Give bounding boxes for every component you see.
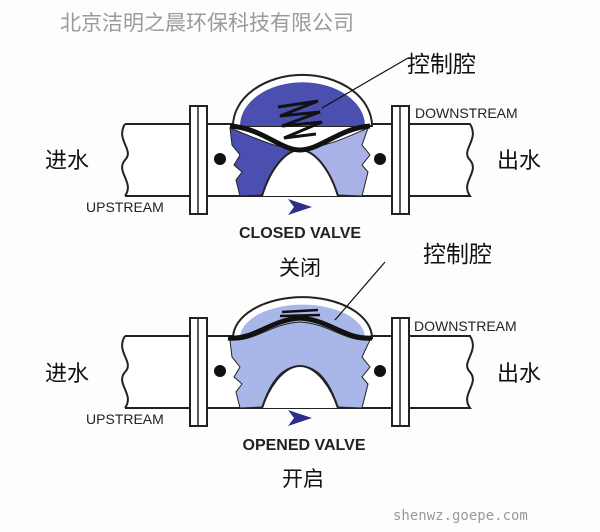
site-watermark: shenwz.goepe.com: [393, 508, 528, 524]
closed-chamber-label: 控制腔: [407, 52, 476, 78]
opened-valve-title-cn: 开启: [282, 467, 324, 491]
closed-valve-title-cn: 关闭: [279, 256, 321, 280]
closed-valve-title: CLOSED VALVE: [239, 225, 361, 242]
opened-downstream-label: DOWNSTREAM: [414, 318, 517, 334]
closed-valve-drawing: [121, 57, 474, 215]
closed-inlet-label: 进水: [45, 149, 89, 174]
closed-downstream-label: DOWNSTREAM: [415, 105, 518, 121]
opened-valve-drawing: [121, 261, 474, 427]
opened-valve-title: OPENED VALVE: [243, 437, 366, 454]
closed-upstream-label: UPSTREAM: [86, 199, 164, 215]
opened-upstream-label: UPSTREAM: [86, 411, 164, 427]
opened-outlet-label: 出水: [497, 362, 541, 387]
closed-outlet-label: 出水: [497, 149, 541, 174]
company-watermark: 北京洁明之晨环保科技有限公司: [60, 11, 354, 35]
opened-chamber-label: 控制腔: [423, 242, 492, 268]
opened-inlet-label: 进水: [45, 362, 89, 387]
